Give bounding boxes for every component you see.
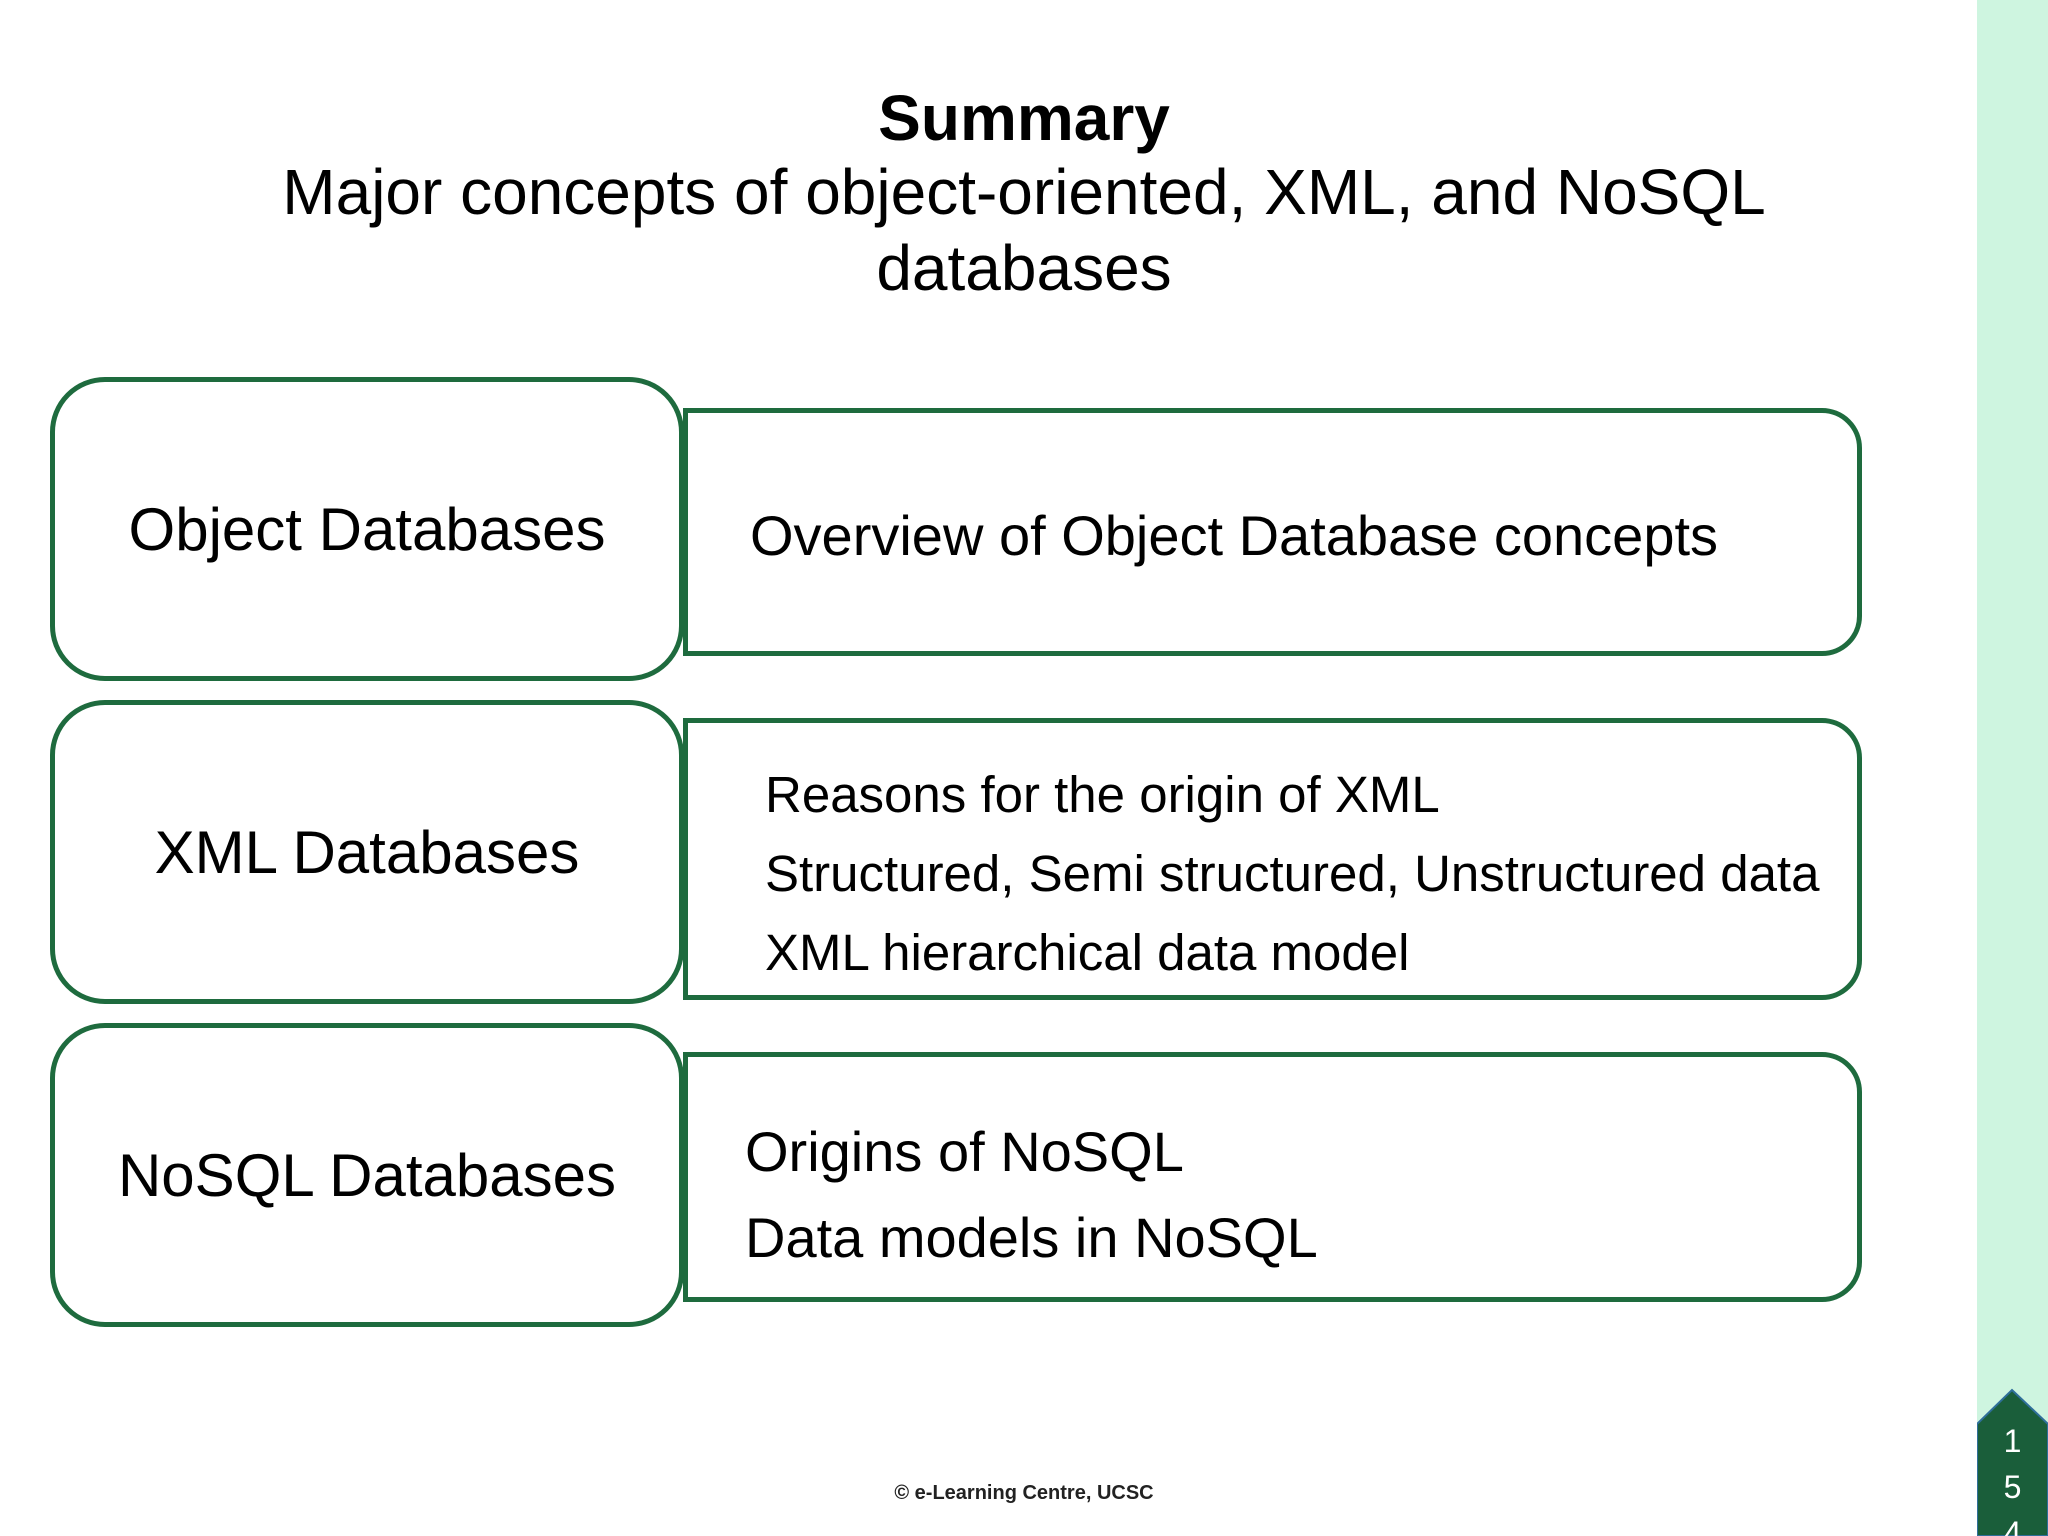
detail-line: Overview of Object Database concepts (750, 504, 1719, 567)
xml-databases-heading-box: XML Databases (50, 700, 684, 1004)
detail-lines: Origins of NoSQL Data models in NoSQL (745, 1109, 1318, 1281)
detail-lines: Overview of Object Database concepts (750, 503, 1718, 569)
section-heading: XML Databases (154, 818, 580, 886)
page-number-badge: 1 5 4 (1977, 1388, 2048, 1536)
detail-line: Reasons for the origin of XML (765, 766, 1440, 823)
page-number-digit: 5 (2003, 1469, 2022, 1505)
detail-line: Structured, Semi structured, Unstructure… (765, 845, 1820, 902)
copyright-footer: © e-Learning Centre, UCSC (894, 1482, 1154, 1504)
slide-subtitle: Major concepts of object-oriented, XML, … (282, 156, 1766, 304)
section-heading: Object Databases (128, 495, 606, 563)
section-heading: NoSQL Databases (117, 1141, 617, 1209)
detail-line: Origins of NoSQL (745, 1120, 1184, 1183)
page-badge-shape (1977, 1388, 2048, 1536)
nosql-databases-detail-box: Origins of NoSQL Data models in NoSQL (683, 1052, 1862, 1302)
detail-lines: Reasons for the origin of XML Structured… (765, 755, 1819, 992)
slide-title: Summary (878, 82, 1170, 154)
page-number-digit: 4 (2003, 1515, 2022, 1536)
side-accent-strip (1977, 0, 2048, 1536)
detail-line: Data models in NoSQL (745, 1206, 1318, 1269)
nosql-databases-heading-box: NoSQL Databases (50, 1023, 684, 1327)
page-number: 1 5 4 (1977, 1418, 2048, 1536)
object-databases-detail-box: Overview of Object Database concepts (683, 408, 1862, 656)
xml-databases-detail-box: Reasons for the origin of XML Structured… (683, 718, 1862, 1000)
detail-line: XML hierarchical data model (765, 924, 1410, 981)
object-databases-heading-box: Object Databases (50, 377, 684, 681)
page-number-digit: 1 (2003, 1423, 2022, 1459)
